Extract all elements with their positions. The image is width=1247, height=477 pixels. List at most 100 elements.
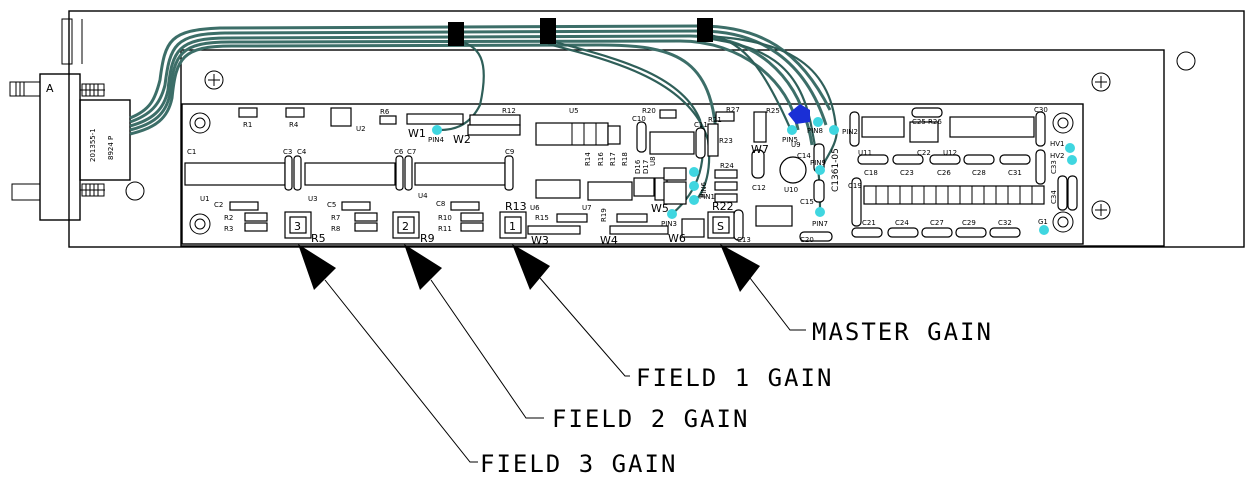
- label-r3: R3: [224, 225, 233, 233]
- pin8-marker: [813, 117, 823, 127]
- label-r10: R10: [438, 214, 452, 222]
- label-r22: R22: [712, 200, 734, 213]
- label-r25: R25: [766, 107, 780, 115]
- label-c24: C24: [895, 219, 909, 227]
- label-g1: G1: [1038, 218, 1048, 226]
- label-c4: C4: [297, 148, 307, 156]
- pot-r9[interactable]: 2: [392, 211, 420, 239]
- pin-markers: PIN4 PIN6 PIN3 PIN5 PIN8 PIN2 PIN9 PIN7 …: [428, 117, 1077, 235]
- screw-top-right: [1091, 72, 1111, 92]
- label-pin7: PIN7: [812, 220, 828, 228]
- label-c9: C9: [505, 148, 514, 156]
- wire-labels: W1 W2 W3 W4 W5 W6 W7: [408, 127, 769, 247]
- label-c28: C28: [972, 169, 986, 177]
- label-w4: W4: [600, 234, 618, 247]
- pin2-marker: [689, 167, 699, 177]
- label-r7: R7: [331, 214, 340, 222]
- label-pin2: PIN2: [842, 128, 858, 136]
- label-hv1: HV1: [1050, 140, 1065, 148]
- label-r8: R8: [331, 225, 340, 233]
- label-c32: C32: [998, 219, 1012, 227]
- label-r5: R5: [311, 232, 326, 245]
- leader-field1: [539, 277, 630, 377]
- arrow-master: [720, 244, 760, 292]
- label-c15: C15: [800, 198, 814, 206]
- pin8b-marker: [829, 125, 839, 135]
- label-c33: C33: [1050, 160, 1058, 174]
- board-id: C1361-05: [831, 148, 841, 192]
- pin1-marker: [689, 195, 699, 205]
- label-u2: U2: [356, 125, 366, 133]
- label-u7: U7: [582, 204, 592, 212]
- label-r26: R26: [928, 118, 942, 126]
- pin5-marker: [787, 125, 797, 135]
- screw-top-left: [204, 70, 224, 90]
- label-c8: C8: [436, 200, 445, 208]
- label-r12: R12: [502, 107, 516, 115]
- label-u1: U1: [200, 195, 210, 203]
- label-d16: D16: [634, 159, 642, 174]
- label-c26: C26: [937, 169, 951, 177]
- label-r9: R9: [420, 232, 435, 245]
- label-pin6: PIN6: [700, 181, 708, 198]
- pot-r5[interactable]: 3: [284, 211, 312, 239]
- label-pin5: PIN5: [782, 136, 798, 144]
- wire-clip-2: [540, 18, 556, 44]
- label-c18: C18: [864, 169, 878, 177]
- label-r17: R17: [609, 152, 617, 166]
- label-c19: C19: [848, 182, 862, 190]
- label-w6: W6: [668, 232, 686, 245]
- u3-body: [304, 162, 396, 186]
- label-r6: R6: [380, 108, 390, 116]
- label-c31: C31: [1008, 169, 1022, 177]
- label-c7: C7: [407, 148, 416, 156]
- g1-marker: [1039, 225, 1049, 235]
- pin4-marker: [432, 125, 442, 135]
- label-pin1: PIN1: [699, 193, 715, 201]
- leader-field3: [324, 279, 478, 463]
- pot-r13[interactable]: 1: [499, 211, 527, 239]
- label-r24: R24: [720, 162, 734, 170]
- pin3-marker: [667, 209, 677, 219]
- callout-field1-gain: FIELD 1 GAIN: [636, 364, 833, 392]
- connector-label: A: [46, 82, 54, 95]
- label-c1: C1: [187, 148, 196, 156]
- label-u9: U9: [791, 141, 801, 149]
- label-c29: C29: [962, 219, 976, 227]
- label-u10: U10: [784, 186, 798, 194]
- label-r18: R18: [621, 152, 629, 166]
- leader-master: [749, 277, 806, 331]
- hv2-marker: [1067, 155, 1077, 165]
- label-r14: R14: [584, 152, 592, 166]
- pot-r9-number: 2: [402, 220, 409, 233]
- mount-hole-left: [125, 181, 145, 201]
- label-u11: U11: [858, 149, 872, 157]
- label-r21: R21: [708, 116, 722, 124]
- center-section: [527, 104, 833, 242]
- pot-r5-number: 3: [294, 220, 301, 233]
- label-c23: C23: [900, 169, 914, 177]
- label-c5: C5: [327, 201, 336, 209]
- label-u6: U6: [530, 204, 540, 212]
- label-w2: W2: [453, 133, 471, 146]
- label-r27: R27: [726, 106, 740, 114]
- label-r15: R15: [535, 214, 549, 222]
- pcb: [181, 70, 1111, 245]
- label-c12: C12: [752, 184, 766, 192]
- label-c21: C21: [862, 219, 876, 227]
- label-u12: U12: [943, 149, 957, 157]
- arrow-field2: [404, 244, 442, 290]
- callout-field3-gain: FIELD 3 GAIN: [480, 450, 677, 477]
- label-r2: R2: [224, 214, 233, 222]
- label-pin4: PIN4: [428, 136, 445, 144]
- pot-r22[interactable]: S: [707, 211, 735, 239]
- screw-bottom-right: [1091, 200, 1111, 220]
- arrow-field3: [298, 244, 336, 290]
- component-labels: C1 C2 C3 C4 C5 C6 C7 C8 C9 C10 C11 C12 C…: [187, 106, 1058, 244]
- label-c34: C34: [1050, 190, 1058, 204]
- arrow-field1: [512, 244, 550, 290]
- label-pin8: PIN8: [807, 127, 823, 135]
- connector-code: 8924 P: [107, 136, 115, 160]
- callout-arrows: [298, 244, 806, 463]
